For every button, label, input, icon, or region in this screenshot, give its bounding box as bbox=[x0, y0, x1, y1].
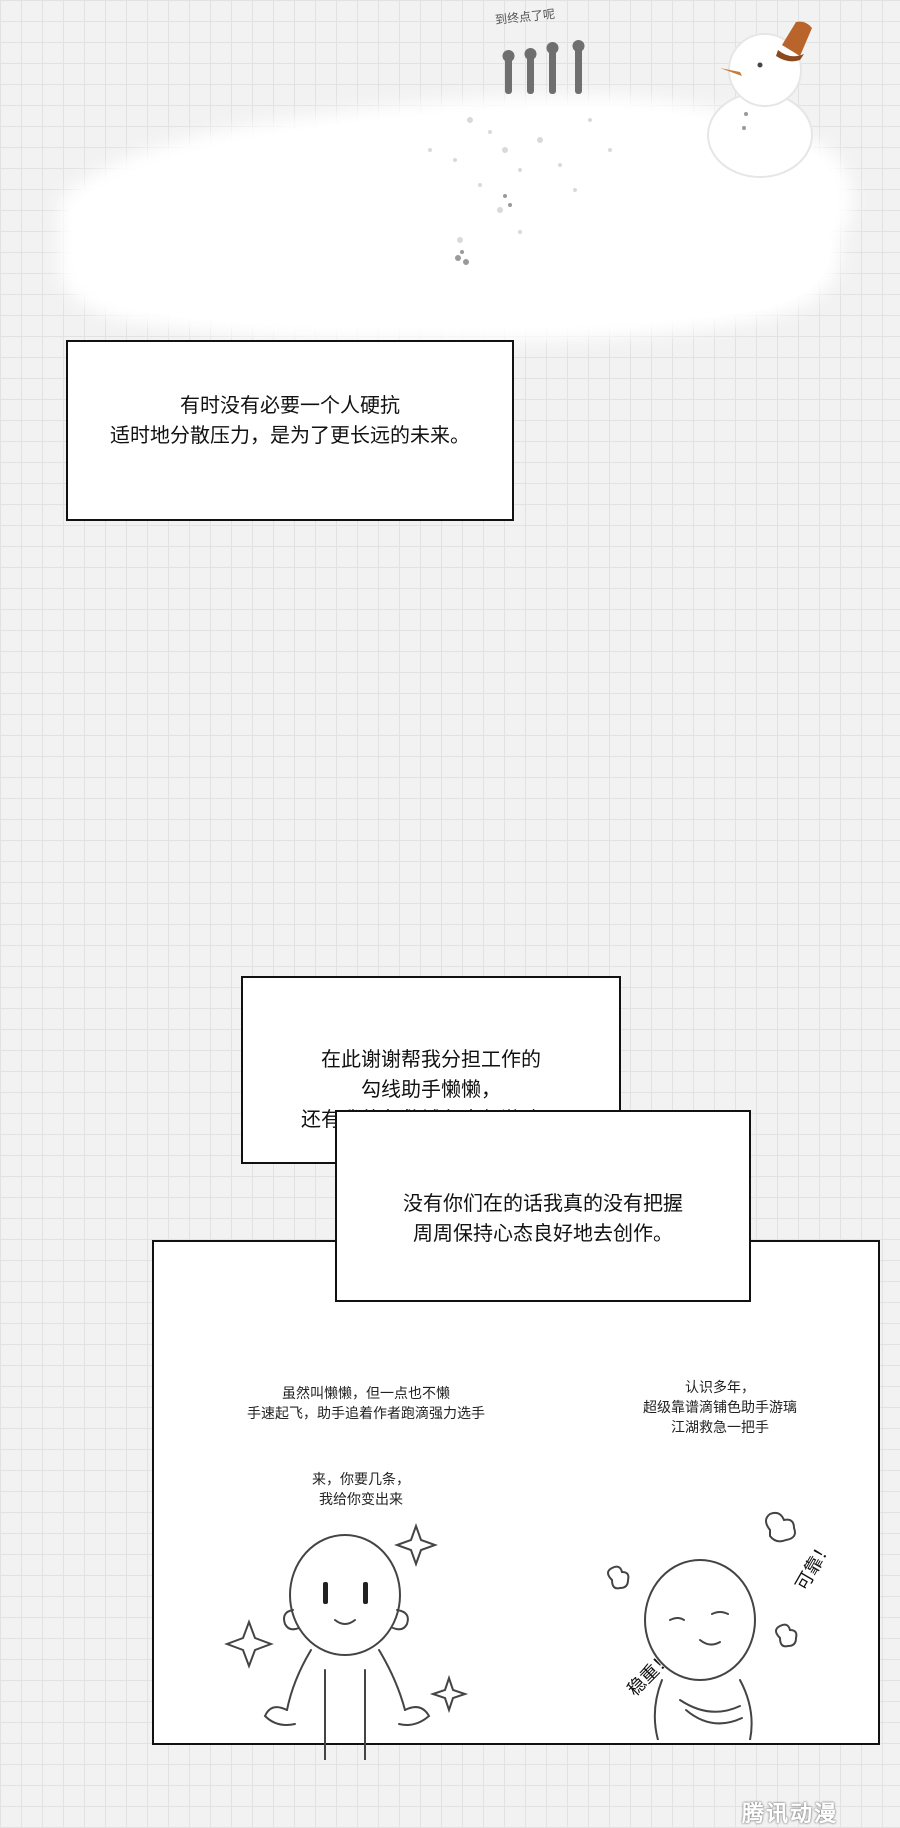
right-character-illustration bbox=[607, 1511, 798, 1740]
caption-panel-no-you bbox=[335, 1110, 751, 1302]
left-character-speech: 来，你要几条， 我给你变出来 bbox=[312, 1472, 410, 1508]
panel-bottom bbox=[152, 1240, 880, 1745]
watermark: 腾讯动漫 bbox=[742, 1802, 839, 1827]
caption-no-you-text: 没有你们在的话我真的没有把握 周周保持心态良好地去创作。 bbox=[403, 1191, 683, 1245]
snowman-illustration bbox=[707, 21, 813, 178]
caption-top-text: 有时没有必要一个人硬抗 适时地分散压力，是为了更长远的未来。 bbox=[110, 393, 470, 447]
sign-posts-illustration bbox=[502, 40, 585, 94]
caption-panel-top bbox=[66, 340, 514, 521]
left-character-caption: 虽然叫懒懒，但一点也不懒 手速起飞，助手追着作者跑滴强力选手 bbox=[247, 1386, 485, 1422]
snow-mound-illustration bbox=[58, 95, 853, 341]
right-character-caption: 认识多年， 超级靠谱滴铺色助手游璃 江湖救急一把手 bbox=[643, 1380, 797, 1436]
left-character-illustration bbox=[224, 1523, 469, 1760]
